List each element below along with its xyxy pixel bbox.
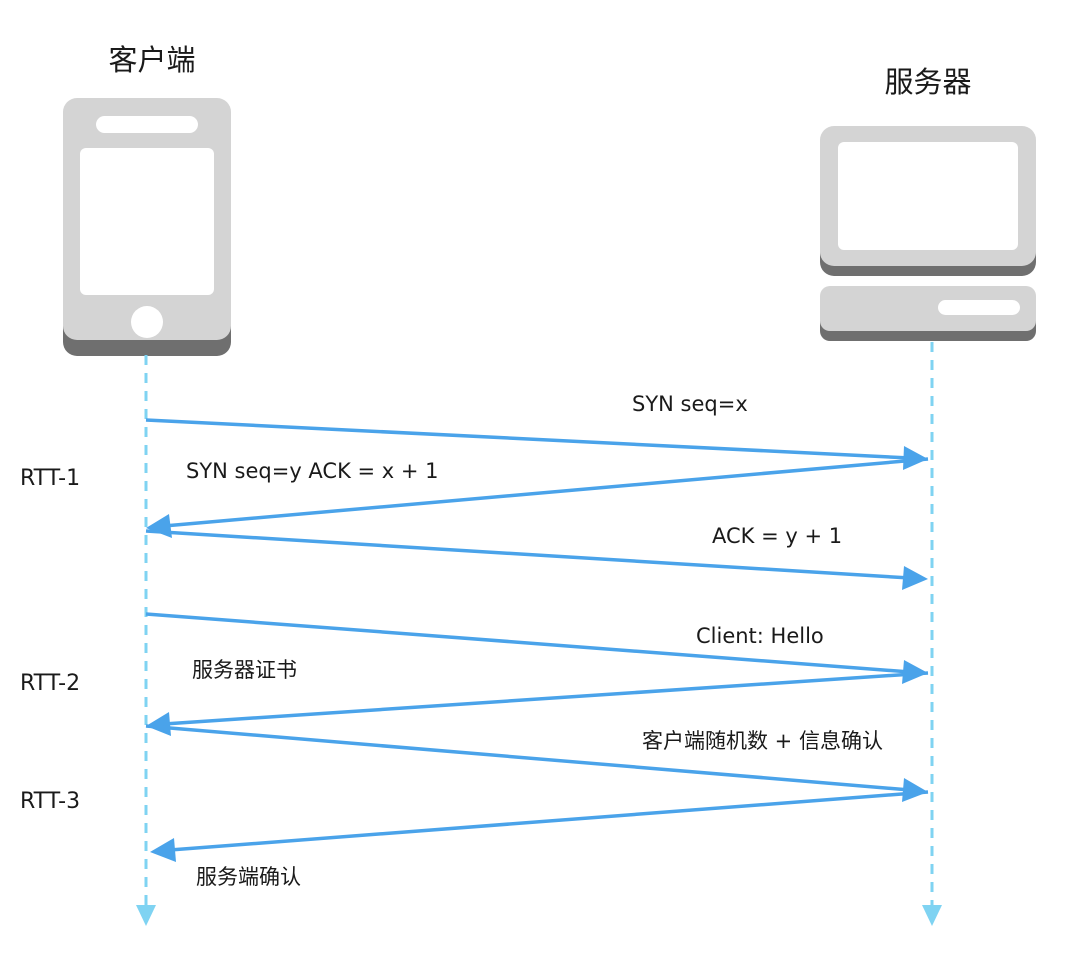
rtt-label-3: RTT-3 — [20, 789, 80, 814]
server-lifeline-end-arrow — [922, 905, 942, 926]
message-label-client-hello: Client: Hello — [696, 624, 824, 648]
message-label-ack: ACK = y + 1 — [712, 524, 842, 548]
client-lifeline-end-arrow — [136, 905, 156, 926]
arrow-syn — [145, 418, 928, 470]
arrow-server-cert — [146, 671, 929, 736]
arrow-client-random — [145, 724, 928, 802]
message-label-server-confirm: 服务端确认 — [196, 865, 301, 889]
arrow-ack — [145, 529, 928, 590]
arrow-server-confirm — [150, 790, 929, 862]
mobile-phone-icon — [63, 98, 231, 356]
message-label-client-random: 客户端随机数 + 信息确认 — [642, 729, 883, 753]
message-label-syn: SYN seq=x — [632, 392, 748, 416]
message-label-syn-ack: SYN seq=y ACK = x + 1 — [186, 459, 439, 483]
server-label: 服务器 — [884, 65, 971, 99]
rtt-label-1: RTT-1 — [20, 466, 80, 491]
desktop-computer-icon — [820, 126, 1036, 341]
arrow-client-hello — [145, 612, 928, 684]
rtt-label-2: RTT-2 — [20, 671, 80, 696]
message-label-server-cert: 服务器证书 — [192, 658, 297, 682]
client-label: 客户端 — [108, 43, 195, 77]
